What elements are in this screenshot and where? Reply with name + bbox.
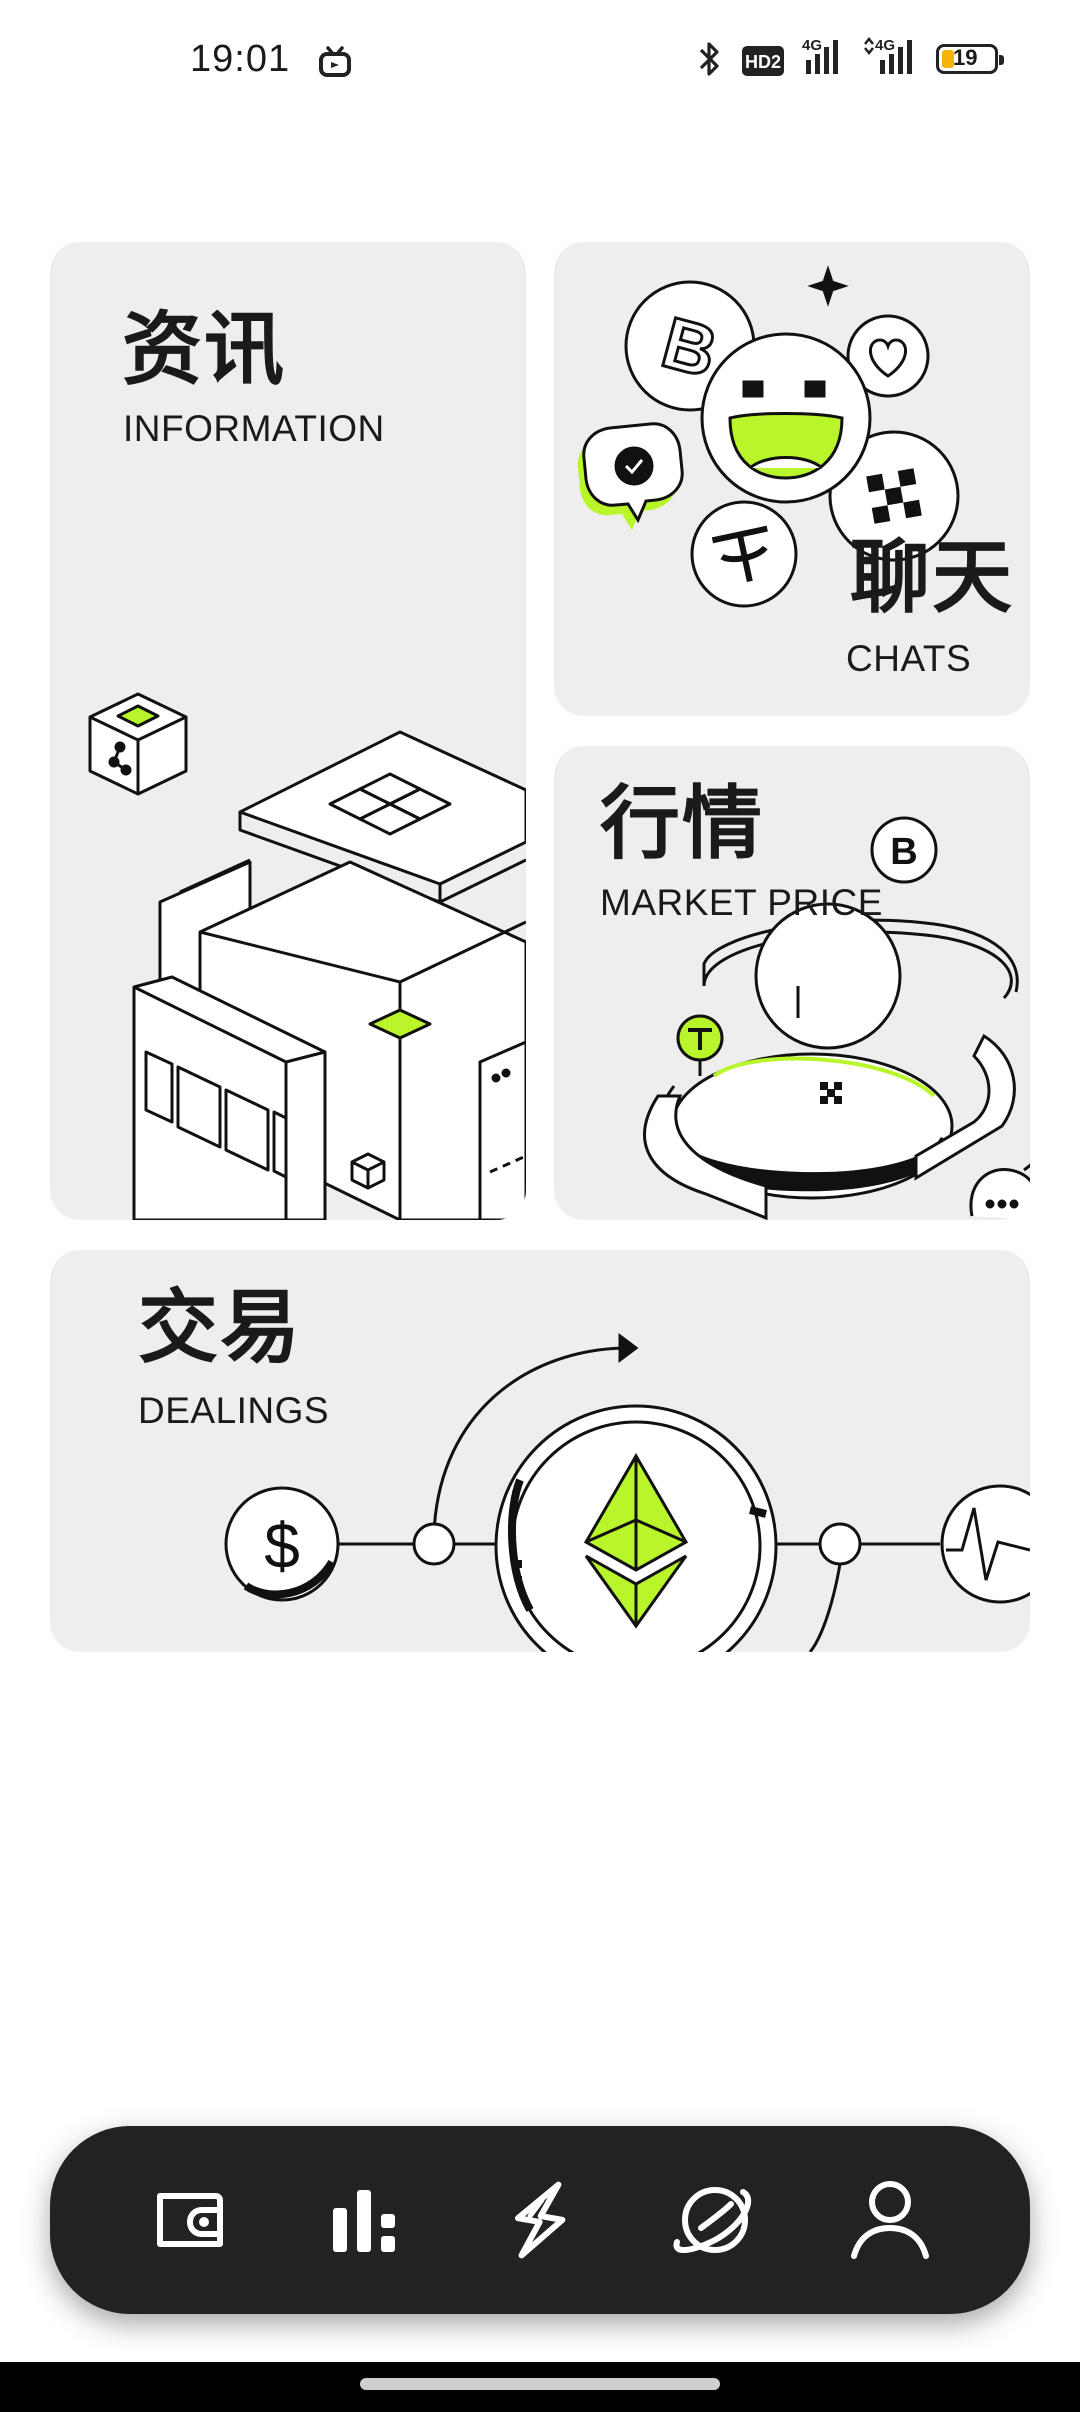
- signal-icon: 4G: [864, 36, 912, 74]
- nav-item-market[interactable]: [315, 2170, 415, 2270]
- bluetooth-icon: [699, 42, 719, 76]
- wallet-icon: [157, 2193, 223, 2247]
- card-chats[interactable]: B 聊天 CHATS: [554, 242, 1030, 716]
- bottom-navigation: [50, 2126, 1030, 2314]
- svg-text:4G: 4G: [875, 37, 895, 54]
- card-title-zh: 交易: [138, 1283, 302, 1372]
- svg-text:$: $: [264, 1510, 300, 1582]
- card-market-price[interactable]: B: [554, 746, 1030, 1220]
- svg-text:4G: 4G: [802, 37, 822, 54]
- tv-icon: [319, 46, 351, 77]
- card-title-zh: 资讯: [122, 305, 286, 394]
- ethereum-exchange-illustration: $: [224, 1333, 1030, 1652]
- status-bar: 19:01 HD2 4G 4G 19: [0, 0, 1080, 120]
- card-title-en: CHATS: [846, 638, 972, 679]
- svg-text:B: B: [654, 303, 725, 394]
- svg-text:HD2: HD2: [745, 52, 781, 72]
- signal-icon: 4G: [802, 37, 838, 74]
- clock: 19:01: [190, 38, 291, 80]
- hd-icon: HD2: [742, 46, 784, 76]
- card-title-zh: 行情: [600, 779, 764, 868]
- market-orbit-illustration: B: [643, 816, 1030, 1220]
- svg-text:B: B: [890, 831, 917, 873]
- profile-icon: [851, 2181, 929, 2259]
- lightning-icon: [514, 2181, 566, 2259]
- chat-emoji-coins-illustration: B: [577, 265, 960, 608]
- isometric-building-illustration: [88, 692, 526, 1220]
- card-title-en: DEALINGS: [138, 1390, 330, 1431]
- nav-item-trade[interactable]: [490, 2170, 590, 2270]
- nav-item-wallet[interactable]: [140, 2170, 240, 2270]
- card-title-en: INFORMATION: [123, 408, 385, 449]
- nav-item-profile[interactable]: [840, 2170, 940, 2270]
- card-dealings[interactable]: $ 交易 DEALINGS: [50, 1250, 1030, 1652]
- card-title-zh: 聊天: [850, 533, 1014, 622]
- card-information[interactable]: 资讯 INFORMATION: [50, 242, 526, 1220]
- planet-icon: [673, 2187, 752, 2253]
- nav-item-discover[interactable]: [665, 2170, 765, 2270]
- battery-icon: 19: [936, 44, 1004, 74]
- home-indicator[interactable]: [360, 2378, 720, 2390]
- bar-chart-icon: [333, 2190, 395, 2252]
- card-title-en: MARKET PRICE: [600, 882, 883, 923]
